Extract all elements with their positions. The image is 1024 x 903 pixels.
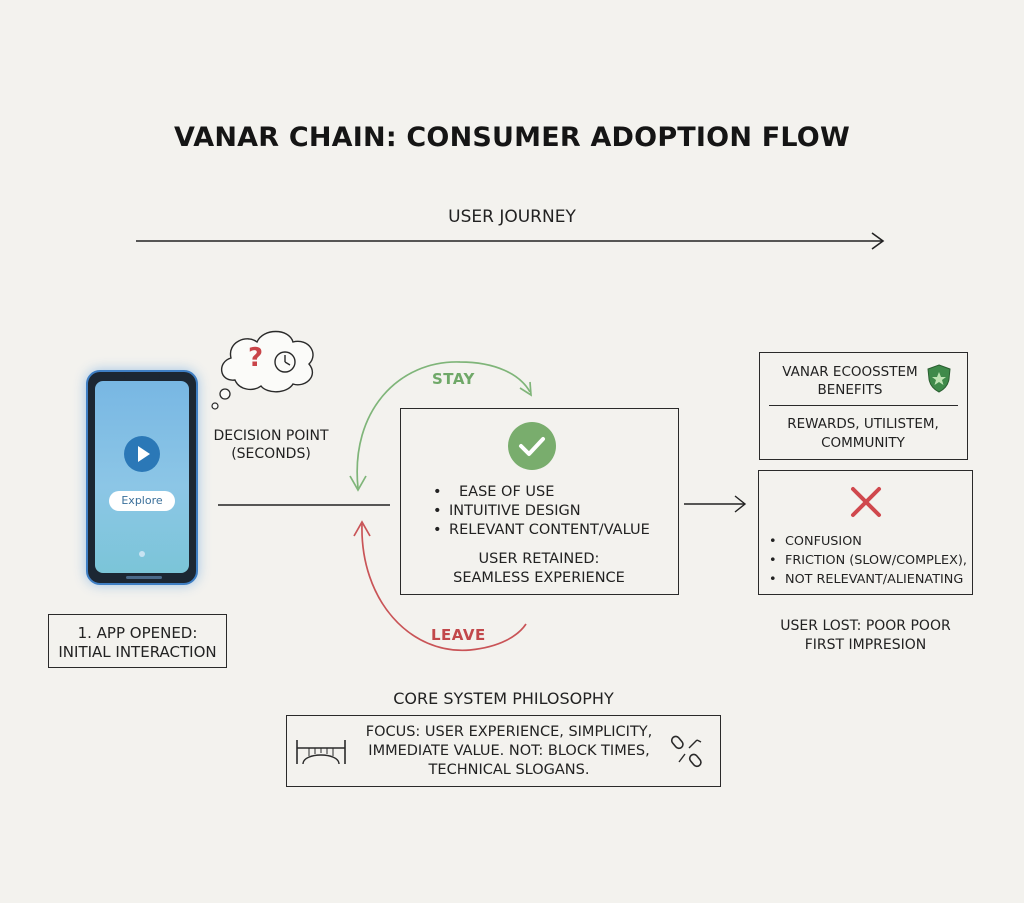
shield-icon [927, 364, 951, 393]
explore-button[interactable]: Explore [109, 491, 175, 511]
phone-home-bar [126, 576, 162, 579]
leave-arrow [353, 520, 527, 652]
philosophy-line3: TECHNICAL SLOGANS. [428, 762, 590, 778]
philosophy-heading: CORE SYSTEM PHILOSOPHY [393, 689, 614, 708]
ecosystem-title1: VANAR ECOOSSTEM [782, 364, 918, 380]
philosophy-line1: FOCUS: USER EXPERIENCE, SIMPLICITY, [365, 724, 653, 740]
ecosystem-body1: REWARDS, UTILISTEM, [787, 416, 939, 432]
lost-bullet-1: CONFUSION [767, 532, 967, 551]
philosophy-box: FOCUS: USER EXPERIENCE, SIMPLICITY, IMME… [286, 715, 721, 787]
app-opened-line1: 1. APP OPENED: [77, 624, 198, 642]
user-lost-caption: USER LOST: POOR POOR FIRST IMPRESION [758, 617, 973, 655]
question-mark-icon: ? [248, 343, 263, 373]
lost-line1: USER LOST: POOR POOR [780, 618, 951, 634]
bridge-icon [296, 740, 346, 765]
ecosystem-title2: BENEFITS [817, 382, 883, 398]
philosophy-line2: IMMEDIATE VALUE. NOT: BLOCK TIMES, [368, 743, 650, 759]
app-opened-box: 1. APP OPENED: INITIAL INTERACTION [48, 614, 227, 668]
home-dot-icon [139, 551, 145, 557]
ecosystem-body: REWARDS, UTILISTEM, COMMUNITY [760, 415, 966, 453]
stay-label: STAY [432, 370, 475, 388]
thought-bubble-icon: ? [211, 330, 314, 410]
retained-bullets: EASE OF USE INTUITIVE DESIGN RELEVANT CO… [431, 483, 650, 540]
lost-bullet-2: FRICTION (SLOW/COMPLEX), [767, 551, 967, 570]
retained-summary: USER RETAINED: SEAMLESS EXPERIENCE [401, 550, 677, 588]
retained-bullet-1: EASE OF USE [431, 483, 650, 502]
lost-line2: FIRST IMPRESION [804, 637, 927, 653]
diagram-title: VANAR CHAIN: CONSUMER ADOPTION FLOW [174, 122, 850, 153]
decision-line1: DECISION POINT [213, 428, 329, 444]
journey-arrow [136, 232, 885, 250]
app-opened-line2: INITIAL INTERACTION [58, 643, 217, 661]
lost-bullet-3: NOT RELEVANT/ALIENATING [767, 570, 967, 589]
decision-line2: (SECONDS) [231, 446, 311, 462]
philosophy-text: FOCUS: USER EXPERIENCE, SIMPLICITY, IMME… [349, 723, 669, 780]
cross-icon [851, 487, 881, 517]
decision-point-label: DECISION POINT (SECONDS) [205, 427, 337, 463]
user-retained-box: EASE OF USE INTUITIVE DESIGN RELEVANT CO… [400, 408, 679, 595]
retained-bullet-2: INTUITIVE DESIGN [431, 502, 650, 521]
flow-arrow-right [684, 495, 747, 513]
retained-line1: USER RETAINED: [478, 551, 600, 567]
retained-bullet-3: RELEVANT CONTENT/VALUE [431, 521, 650, 540]
user-journey-label: USER JOURNEY [448, 207, 576, 227]
ecosystem-benefits-box: VANAR ECOOSSTEM BENEFITS REWARDS, UTILIS… [759, 352, 968, 460]
play-icon[interactable] [124, 436, 160, 472]
phone-illustration: Explore [86, 370, 198, 585]
user-lost-box: CONFUSION FRICTION (SLOW/COMPLEX), NOT R… [758, 470, 973, 595]
lost-bullets: CONFUSION FRICTION (SLOW/COMPLEX), NOT R… [767, 532, 967, 589]
ecosystem-body2: COMMUNITY [821, 435, 905, 451]
phone-notch [124, 374, 160, 379]
check-icon [508, 422, 556, 470]
broken-link-icon [670, 735, 702, 768]
clock-icon [274, 351, 296, 373]
ecosystem-title: VANAR ECOOSSTEM BENEFITS [770, 363, 930, 399]
leave-label: LEAVE [431, 626, 486, 644]
ecosystem-divider [769, 405, 958, 406]
retained-line2: SEAMLESS EXPERIENCE [453, 570, 625, 586]
phone-screen: Explore [95, 381, 189, 573]
stay-arrow [349, 361, 532, 492]
